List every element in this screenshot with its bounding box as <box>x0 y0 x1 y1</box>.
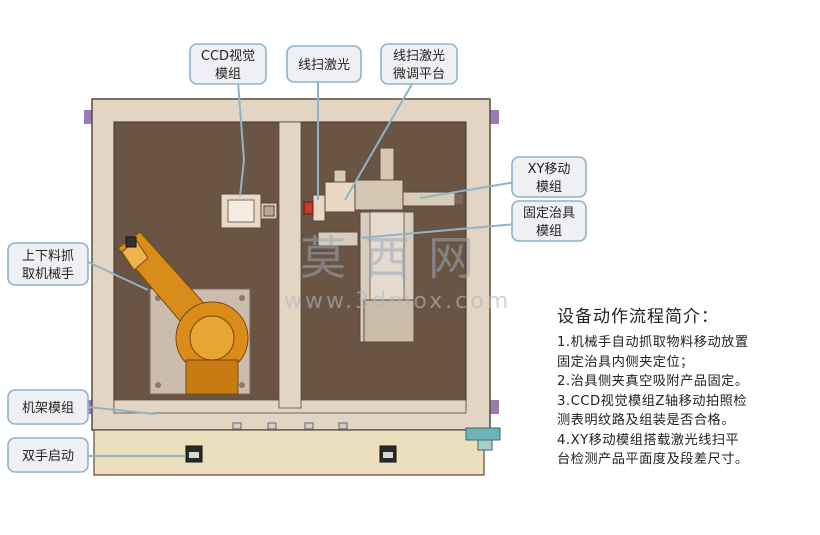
callout-laser-platform-line2: 微调平台 <box>393 67 445 82</box>
callout-xy-line2: 模组 <box>536 180 562 195</box>
callout-robot-line2: 取机械手 <box>22 267 74 282</box>
frame-center-beam <box>278 121 302 409</box>
knob <box>338 422 348 430</box>
description-line-3: 2.治具侧夹真空吸附产品固定。 <box>557 374 749 389</box>
ccd-module <box>220 193 278 229</box>
callout-ccd-line2: 模组 <box>215 67 241 82</box>
callout-two-hand: 双手启动 <box>7 437 89 473</box>
xy-module <box>354 147 463 211</box>
corner-foot-top-right <box>490 110 499 124</box>
callout-line-laser: 线扫激光 <box>286 45 362 83</box>
watermark-url: www.3dmox.com <box>284 289 511 314</box>
callout-xy-line1: XY移动 <box>528 162 571 177</box>
description-line-6: 4.XY移动模组搭载激光线扫平 <box>557 432 740 448</box>
callout-robot: 上下料抓 取机械手 <box>7 242 89 286</box>
process-description: 设备动作流程简介： 1.机械手自动抓取物料移动放置 固定治具内侧夹定位； 2.治… <box>557 302 812 470</box>
callout-fixture-line1: 固定治具 <box>523 206 575 221</box>
callout-line-laser-text: 线扫激光 <box>298 58 350 73</box>
machine-base <box>93 429 485 476</box>
start-button-right <box>379 445 397 463</box>
callout-two-hand-text: 双手启动 <box>22 449 74 464</box>
callout-fixture-line2: 模组 <box>536 224 562 239</box>
callout-fixture: 固定治具 模组 <box>511 200 587 242</box>
corner-foot-bottom-right <box>490 400 499 414</box>
corner-foot-top-left <box>84 110 93 124</box>
start-button-left <box>185 445 203 463</box>
description-line-2: 固定治具内侧夹定位； <box>557 354 694 370</box>
callout-frame-text: 机架模组 <box>22 401 74 416</box>
description-line-5: 测表明纹路及组装是否合格。 <box>557 413 735 428</box>
callout-frame: 机架模组 <box>7 389 89 425</box>
laser-platform <box>324 169 356 213</box>
knob <box>267 422 277 430</box>
description-line-4: 3.CCD视觉模组Z轴移动拍照检 <box>557 393 748 409</box>
callout-leaders <box>87 81 517 457</box>
knob <box>304 422 314 430</box>
callout-xy-module: XY移动 模组 <box>511 156 587 198</box>
side-fitting-base <box>477 439 493 451</box>
callout-laser-platform: 线扫激光 微调平台 <box>380 43 458 85</box>
description-line-7: 台检测产品平面度及段差尺寸。 <box>557 452 749 467</box>
robot-arm <box>117 231 249 395</box>
knob <box>232 422 242 430</box>
callout-laser-platform-line1: 线扫激光 <box>393 49 445 64</box>
callout-ccd: CCD视觉 模组 <box>189 43 267 85</box>
description-line-1: 1.机械手自动抓取物料移动放置 <box>557 335 749 350</box>
callout-robot-line1: 上下料抓 <box>22 249 74 264</box>
description-title: 设备动作流程简介： <box>557 307 719 327</box>
watermark-cn: 莫西网 <box>300 231 492 285</box>
side-fitting <box>465 427 501 441</box>
callout-ccd-line1: CCD视觉 <box>201 49 255 64</box>
